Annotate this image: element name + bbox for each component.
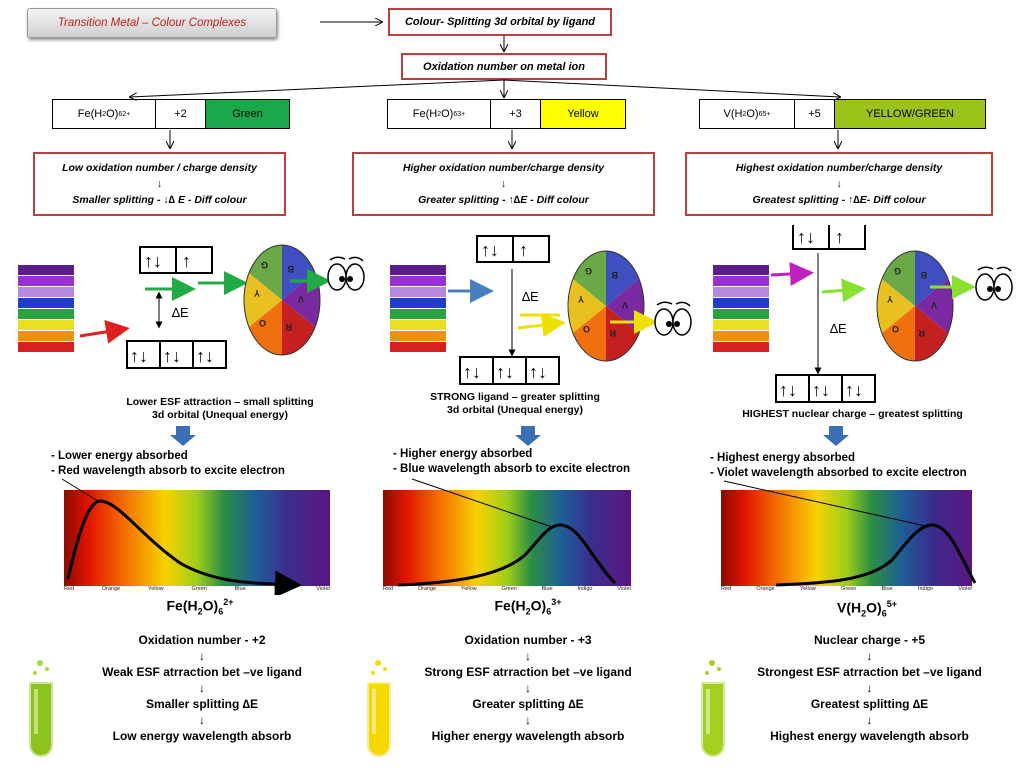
test-tubes xyxy=(29,660,725,757)
colour-wheel xyxy=(567,250,645,362)
wheel-letter: G xyxy=(585,266,592,276)
violet-light-arrow xyxy=(770,261,814,286)
wheel-letter: R xyxy=(609,328,616,338)
info-box-v5: Highest oxidation number/charge density↓… xyxy=(685,152,993,216)
absorption-notes-fe2: - Lower energy absorbed - Red wavelength… xyxy=(51,450,285,477)
wheel-letter: V xyxy=(622,300,628,310)
wheel-letter: G xyxy=(261,260,268,270)
light-spectrum-stack xyxy=(18,265,74,352)
absorption-curve xyxy=(66,499,302,595)
lime-light-arrow xyxy=(821,278,866,303)
yellow-light-arrow xyxy=(517,313,566,338)
wheel-letter: V xyxy=(298,294,304,304)
branch-arrow-right xyxy=(503,79,840,97)
upper-orbital-boxes xyxy=(139,246,213,274)
colour-swatch: Yellow xyxy=(541,100,625,128)
down-arrows xyxy=(170,426,849,446)
test-tube-icon xyxy=(29,660,53,757)
wheel-letter: R xyxy=(918,328,925,338)
down-arrow-icon xyxy=(823,426,849,446)
complex-formula-fe2: Fe(H2O)62+ xyxy=(166,597,234,617)
svg-text:∆E: ∆E xyxy=(830,321,847,336)
wheel-letter: Y xyxy=(254,288,260,298)
absorption-notes-fe3: - Higher energy absorbed- Blue wavelengt… xyxy=(393,448,631,475)
caption-v5: HIGHEST nuclear charge – greatest splitt… xyxy=(742,408,963,420)
complex-formula-fe3: Fe(H2O)63+ xyxy=(494,597,562,617)
test-tube-icon xyxy=(367,660,391,757)
summary-fe2: Oxidation number - +2↓ Weak ESF atrracti… xyxy=(102,633,302,743)
branch-arrow-left xyxy=(130,79,505,97)
info-box-fe2: Low oxidation number / charge density↓Sm… xyxy=(33,152,286,216)
page-title: Transition Metal – Colour Complexes xyxy=(27,8,277,38)
eye-icon xyxy=(654,301,692,336)
lower-orbital-boxes xyxy=(126,340,227,369)
absorption-curve xyxy=(775,523,977,587)
summary-v5: Nuclear charge - +5↓ Strongest ESF atrra… xyxy=(757,633,982,743)
down-arrow-icon xyxy=(170,426,196,446)
down-arrow-icon xyxy=(515,426,541,446)
colour-wheel xyxy=(876,250,954,362)
wheel-letter: Y xyxy=(887,294,893,304)
oxidation-state: +2 xyxy=(156,100,206,128)
colour-swatch: YELLOW/GREEN xyxy=(835,100,985,128)
colour-swatch: Green xyxy=(206,100,289,128)
oxidation-state: +5 xyxy=(795,100,835,128)
oxidation-number-box: Oxidation number on metal ion xyxy=(401,53,607,80)
wheel-letter: R xyxy=(285,322,292,332)
eye-icon xyxy=(327,256,365,291)
wheel-letter: Y xyxy=(578,294,584,304)
absorption-notes-v5: - Highest energy absorbed- Violet wavele… xyxy=(710,452,967,479)
absorption-curve xyxy=(397,523,617,587)
wheel-letter: O xyxy=(892,324,899,334)
wheel-letter: O xyxy=(259,318,266,328)
info-box-fe3: Higher oxidation number/charge density↓G… xyxy=(352,152,655,216)
svg-text:∆E: ∆E xyxy=(522,289,539,304)
absorption-curves xyxy=(61,478,977,595)
splitting-diagrams: ↑↓↑ ↑↓↑↓↑↓ ∆E ∆E xyxy=(18,225,1013,403)
wheel-letter: B xyxy=(611,270,618,280)
test-tube-icon xyxy=(701,660,725,757)
wheel-letter: B xyxy=(287,264,294,274)
wheel-letter: G xyxy=(894,266,901,276)
red-light-arrow xyxy=(79,319,130,344)
summary-fe3: Oxidation number - +3↓ Strong ESF atrrac… xyxy=(424,633,632,743)
wheel-letter: B xyxy=(920,270,927,280)
delta-e-label: ∆E xyxy=(172,305,189,320)
concept-box: Colour- Splitting 3d orbital by ligand xyxy=(388,8,612,36)
complex-formula-v5: V(H2O)65+ xyxy=(837,599,897,619)
colour-wheel xyxy=(243,244,321,356)
eye-icon xyxy=(975,266,1013,301)
wheel-letter: V xyxy=(931,300,937,310)
wheel-letter: O xyxy=(583,324,590,334)
oxidation-state: +3 xyxy=(491,100,541,128)
